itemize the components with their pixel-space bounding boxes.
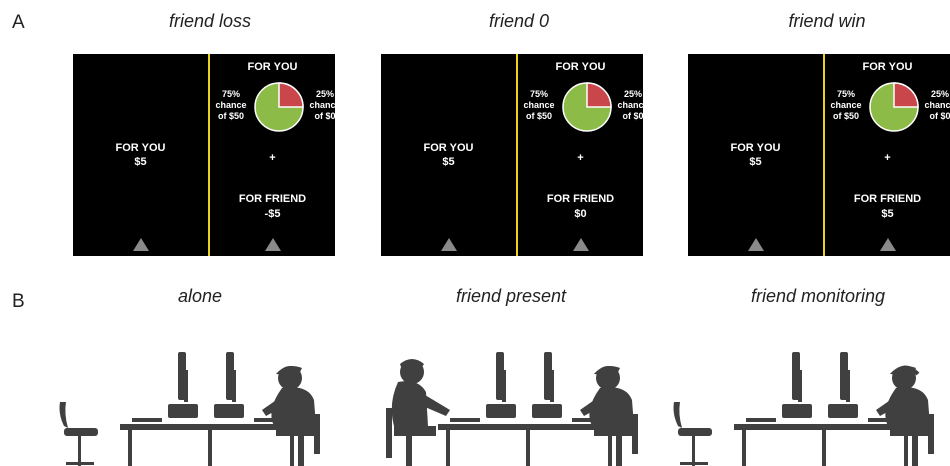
- friend-amount: $5: [881, 208, 894, 220]
- right-arrow-icon: [265, 238, 281, 251]
- friend-heading: FOR FRIEND: [546, 193, 615, 205]
- empty-chair-icon: [673, 402, 712, 466]
- friend-silhouette: [386, 359, 450, 466]
- pie-slice-lose: [278, 82, 304, 108]
- panel-a-letter: A: [12, 12, 25, 33]
- gamble-heading: FOR YOU: [555, 61, 606, 73]
- screen-divider: [516, 54, 518, 256]
- plus-sign: +: [269, 152, 276, 164]
- panel-b-letter: B: [12, 291, 25, 312]
- plus-sign: +: [884, 152, 891, 164]
- pie-slice-lose: [586, 82, 612, 108]
- probability-pie: [869, 82, 919, 132]
- gamble-heading: FOR YOU: [862, 61, 913, 73]
- probability-pie: [254, 82, 304, 132]
- gamble-heading: FOR YOU: [247, 61, 298, 73]
- condition-title-friend-0: friend 0: [488, 11, 550, 31]
- sure-option-amount: $5: [134, 156, 147, 168]
- left-arrow-icon: [748, 238, 764, 251]
- sure-option-amount: $5: [749, 156, 762, 168]
- friend-amount: $0: [574, 208, 587, 220]
- scene-friend-present: [386, 352, 638, 466]
- scene-alone: [59, 352, 320, 466]
- condition-title-friend-monitoring: friend monitoring: [750, 286, 886, 306]
- scene-friend-monitoring: [673, 352, 934, 466]
- friend-heading: FOR FRIEND: [238, 193, 307, 205]
- sure-option-heading: FOR YOU: [730, 142, 781, 154]
- condition-title-friend-present: friend present: [455, 286, 567, 306]
- sure-option-heading: FOR YOU: [423, 142, 474, 154]
- screen-divider: [823, 54, 825, 256]
- right-arrow-icon: [573, 238, 589, 251]
- sure-option-heading: FOR YOU: [115, 142, 166, 154]
- friend-heading: FOR FRIEND: [853, 193, 922, 205]
- pie-slice-lose: [893, 82, 919, 108]
- left-arrow-icon: [441, 238, 457, 251]
- plus-sign: +: [577, 152, 584, 164]
- condition-title-friend-win: friend win: [788, 11, 866, 31]
- screen-divider: [208, 54, 210, 256]
- headphones-icon: [892, 365, 920, 378]
- lab-scenes-illustration: [59, 352, 934, 466]
- empty-chair-icon: [59, 402, 98, 466]
- probability-pie: [562, 82, 612, 132]
- right-arrow-icon: [880, 238, 896, 251]
- friend-amount: -$5: [264, 208, 281, 220]
- condition-title-friend-loss: friend loss: [168, 11, 252, 31]
- sure-option-amount: $5: [442, 156, 455, 168]
- condition-title-alone: alone: [177, 286, 223, 306]
- left-arrow-icon: [133, 238, 149, 251]
